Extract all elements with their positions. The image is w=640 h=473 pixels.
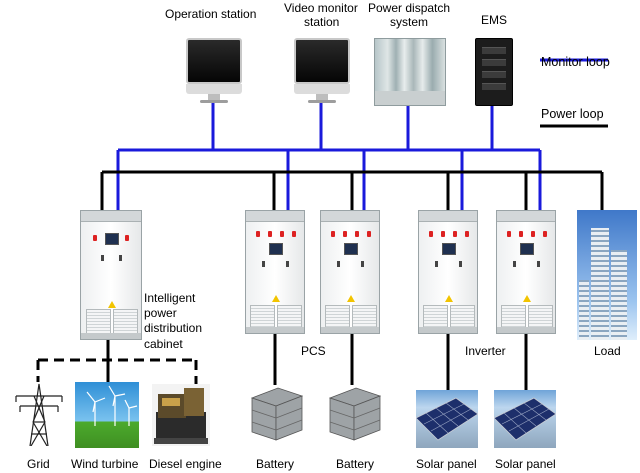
video-monitor-station-monitor xyxy=(294,38,350,104)
battery-rack-2 xyxy=(326,384,384,444)
generator-dashed-bus xyxy=(36,358,198,384)
legend-monitor-loop-label: Monitor loop xyxy=(541,55,610,69)
video-monitor-station-label-line2: station xyxy=(304,15,340,29)
ipd-cabinet-label-line1: Intelligent xyxy=(144,291,196,305)
solar-panel-photo-2 xyxy=(494,390,556,448)
load-label: Load xyxy=(594,344,621,358)
pcs-cabinet-2 xyxy=(320,210,380,334)
ipd-cabinet-label-line3: distribution xyxy=(144,321,203,335)
operation-station-monitor xyxy=(186,38,242,104)
power-dispatch-label-line1: Power dispatch xyxy=(368,1,451,15)
intelligent-power-distribution-cabinet xyxy=(80,210,142,340)
pcs-label: PCS xyxy=(301,344,326,358)
ems-server-rack xyxy=(475,38,513,106)
wind-turbine-label: Wind turbine xyxy=(71,457,139,471)
operation-station-label: Operation station xyxy=(165,7,257,21)
solar-panel-label-1: Solar panel xyxy=(416,457,477,471)
grid-label: Grid xyxy=(27,457,50,471)
legend-power-loop-label: Power loop xyxy=(541,107,604,121)
diesel-engine-photo xyxy=(152,384,210,446)
grid-pylon-icon xyxy=(10,382,68,447)
solar-panel-label-2: Solar panel xyxy=(495,457,556,471)
inverter-cabinet-1 xyxy=(418,210,478,334)
battery-label-1: Battery xyxy=(256,457,295,471)
battery-rack-1 xyxy=(248,384,306,444)
power-loop-lines xyxy=(100,124,608,392)
wind-turbine-photo xyxy=(75,382,139,448)
diesel-engine-label: Diesel engine xyxy=(149,457,222,471)
video-monitor-station-label-line1: Video monitor xyxy=(284,1,358,15)
ipd-cabinet-label-line2: power xyxy=(144,306,177,320)
power-dispatch-system-photo xyxy=(374,38,446,106)
inverter-label: Inverter xyxy=(465,344,506,358)
ems-label: EMS xyxy=(481,13,508,27)
pcs-cabinet-1 xyxy=(245,210,305,334)
inverter-cabinet-2 xyxy=(496,210,556,334)
power-dispatch-label-line2: system xyxy=(390,15,429,29)
ipd-cabinet-label-line4: cabinet xyxy=(144,337,183,351)
load-building-photo xyxy=(577,210,637,340)
battery-label-2: Battery xyxy=(336,457,375,471)
monitor-loop-lines xyxy=(116,58,608,212)
solar-panel-photo-1 xyxy=(416,390,478,448)
